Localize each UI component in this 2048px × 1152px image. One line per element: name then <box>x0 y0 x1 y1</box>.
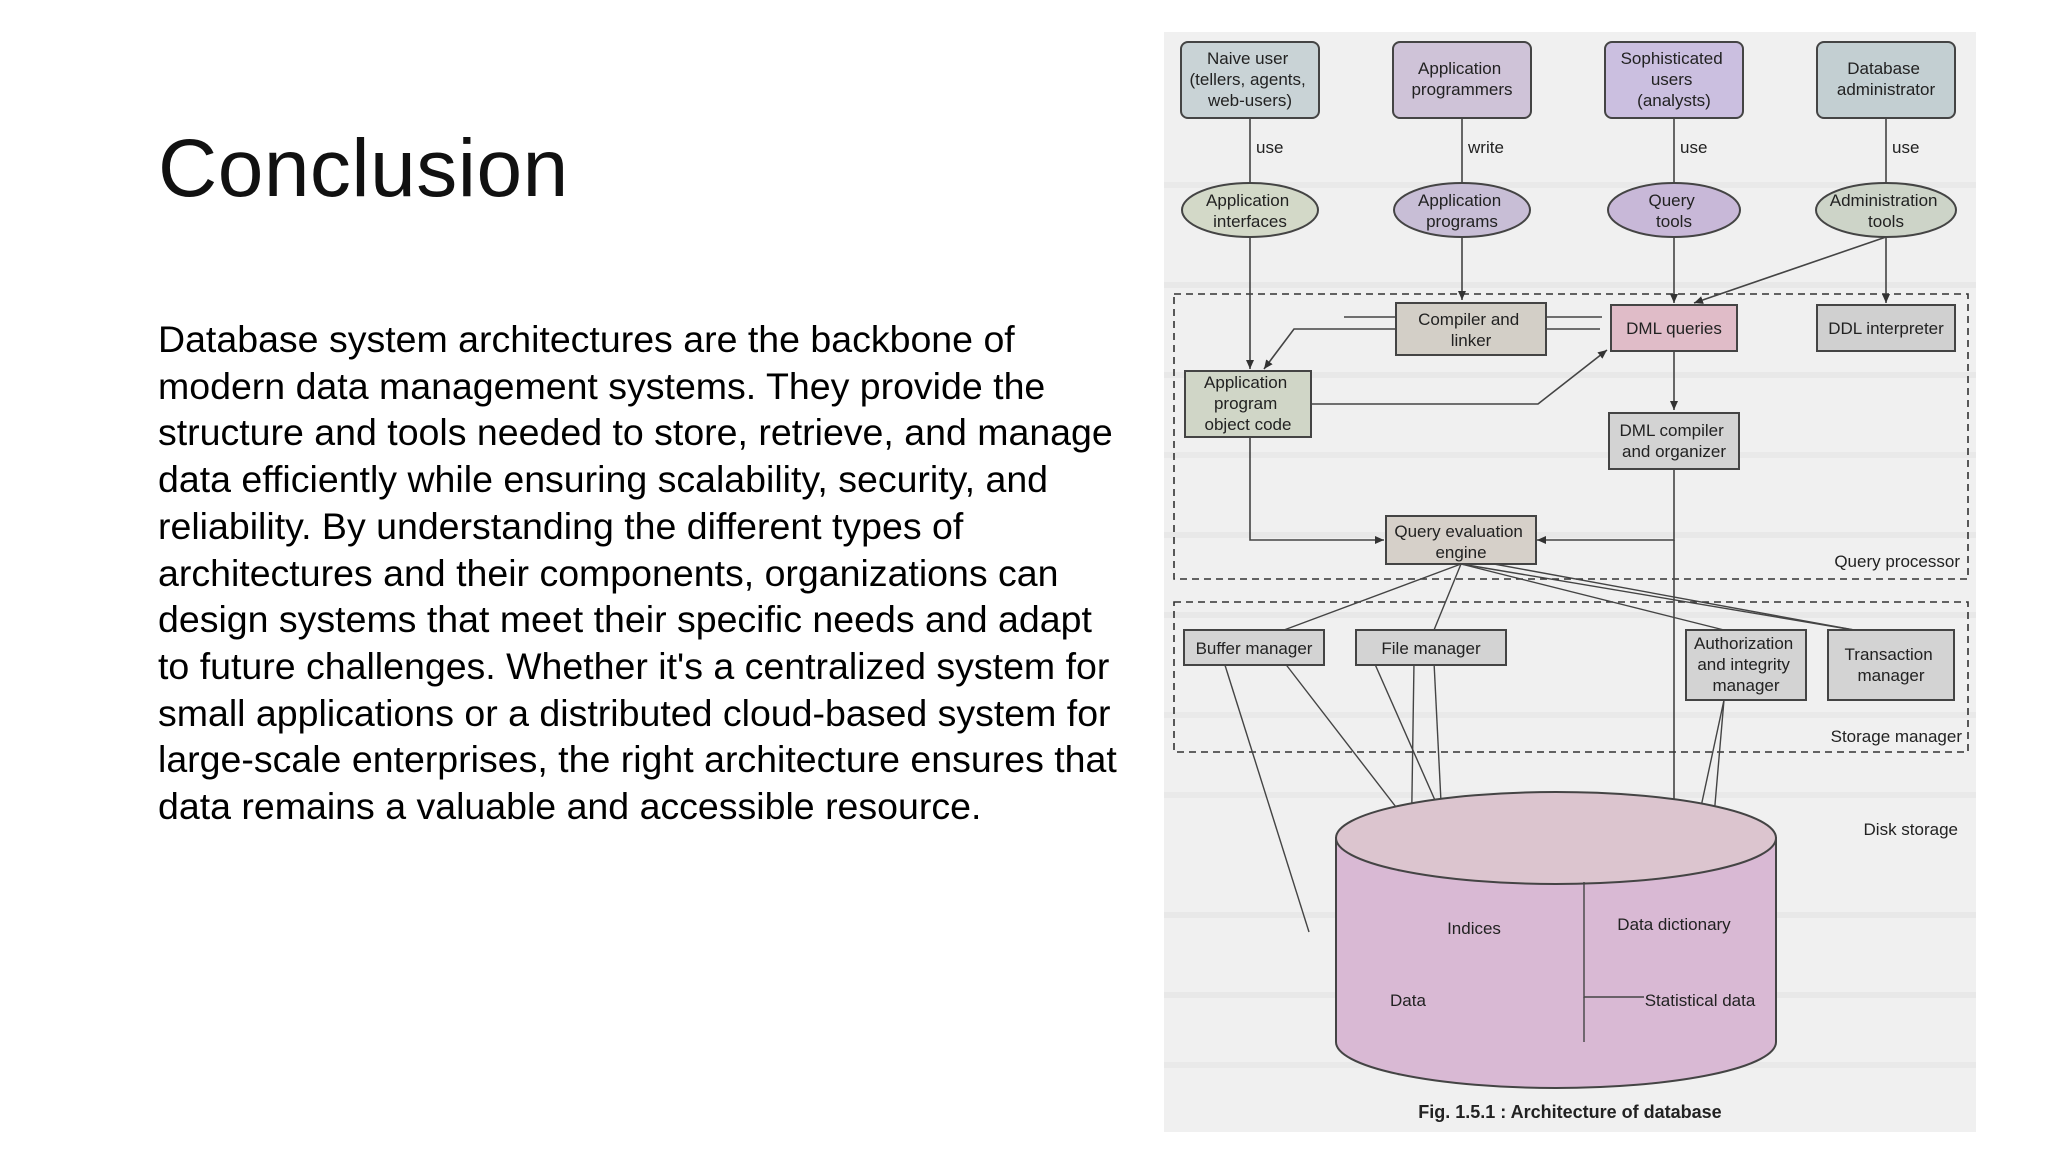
svg-text:use: use <box>1892 138 1919 157</box>
svg-text:Compiler and linker: Compiler and linker <box>1418 310 1524 350</box>
query-processor-boundary <box>1173 293 1969 580</box>
buffer-manager: Buffer manager <box>1183 629 1325 666</box>
svg-text:Sophisticated users: Sophisticated users (analysts) <box>1621 49 1728 110</box>
query-eval-engine: Query evaluation engine <box>1385 515 1537 565</box>
tool-app-interfaces: Application interfaces <box>1181 182 1319 238</box>
tool-app-programs: Application programs <box>1393 182 1531 238</box>
ddl-interpreter: DDL interpreter <box>1816 304 1956 352</box>
slide-title: Conclusion <box>158 123 569 214</box>
edge-labels: use write use use <box>1256 138 1919 157</box>
svg-text:Administration tools: Administration tools <box>1830 191 1942 231</box>
disk-storage-cylinder <box>1335 791 1777 1089</box>
svg-text:Application programmers: Application programmers <box>1411 59 1512 99</box>
user-tool-lines <box>1249 118 1887 184</box>
svg-text:Transaction manager: Transaction manager <box>1845 645 1938 685</box>
user-sophisticated: Sophisticated users (analysts) <box>1604 41 1744 119</box>
svg-text:Query evaluation engine: Query evaluation engine <box>1394 522 1527 562</box>
svg-text:Authorization and integr: Authorization and integrity manager <box>1694 634 1798 695</box>
dml-queries: DML queries <box>1610 304 1738 352</box>
tool-admin-tools: Administration tools <box>1815 182 1957 238</box>
svg-text:File manager: File manager <box>1381 639 1481 658</box>
svg-text:write: write <box>1467 138 1504 157</box>
slide-body-text: Database system architectures are the ba… <box>158 318 1117 828</box>
svg-text:DML compiler and organiz: DML compiler and organizer <box>1620 421 1729 461</box>
svg-text:use: use <box>1680 138 1707 157</box>
storage-manager-boundary <box>1173 601 1969 753</box>
svg-text:Application interfaces: Application interfaces <box>1206 191 1294 231</box>
svg-text:Buffer manager: Buffer manager <box>1196 639 1313 658</box>
disk-indices: Indices <box>1447 919 1501 938</box>
svg-text:DML queries: DML queries <box>1626 319 1722 338</box>
storage-manager-label: Storage manager <box>1831 727 1963 746</box>
user-naive: Naive user (tellers, agents, web-users) <box>1180 41 1320 119</box>
architecture-figure: Naive user (tellers, agents, web-users) … <box>1164 32 1976 1132</box>
disk-storage-label: Disk storage <box>1864 820 1958 839</box>
file-manager: File manager <box>1355 629 1507 666</box>
svg-text:Database administrator: Database administrator <box>1837 59 1936 99</box>
user-naive-label: Naive user (tellers, agents, web-users) <box>1190 49 1311 110</box>
disk-internal-lines <box>1583 882 1644 1042</box>
architecture-diagram: Naive user (tellers, agents, web-users) … <box>1164 41 1976 1122</box>
query-processor-label: Query processor <box>1834 552 1960 571</box>
figure-caption: Fig. 1.5.1 : Architecture of database <box>1418 1102 1721 1122</box>
svg-text:use: use <box>1256 138 1283 157</box>
compiler-linker: Compiler and linker <box>1395 302 1547 356</box>
svg-text:Application program: Application program object code <box>1204 373 1292 434</box>
disk-statistical-data: Statistical data <box>1645 991 1756 1010</box>
disk-data-dictionary: Data dictionary <box>1617 915 1731 934</box>
disk-data: Data <box>1390 991 1426 1010</box>
tool-query-tools: Query tools <box>1607 182 1741 238</box>
user-dba: Database administrator <box>1816 41 1956 119</box>
svg-text:Application programs: Application programs <box>1418 191 1506 231</box>
svg-text:DDL interpreter: DDL interpreter <box>1828 319 1944 338</box>
app-object-code: Application program object code <box>1184 370 1312 438</box>
user-app-programmers: Application programmers <box>1392 41 1532 119</box>
transaction-manager: Transaction manager <box>1827 629 1955 701</box>
auth-integrity-manager: Authorization and integrity manager <box>1685 629 1807 701</box>
svg-text:Query tools: Query tools <box>1648 191 1699 231</box>
dml-compiler: DML compiler and organizer <box>1608 412 1740 470</box>
